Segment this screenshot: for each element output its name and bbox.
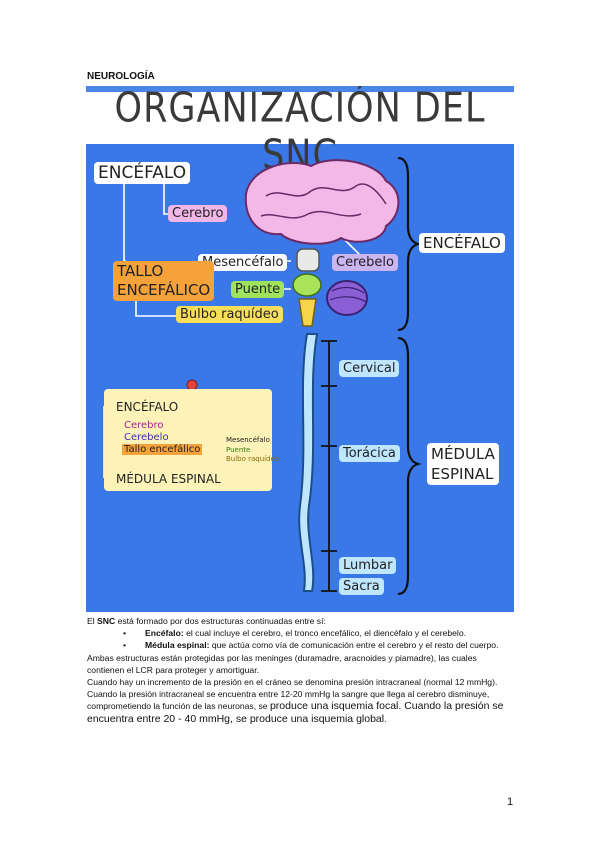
label-tallo-encefalico: TALLO ENCEFÁLICO xyxy=(113,261,215,301)
medulla-oblongata-icon xyxy=(298,298,317,327)
connector-line xyxy=(123,184,126,262)
label-mesencefalo: Mesencéfalo xyxy=(198,254,288,271)
snc-infographic: ORGANIZACIÓN DEL SNC xyxy=(86,86,514,612)
legend-puente: Puente xyxy=(226,446,251,454)
pons-icon xyxy=(292,273,322,297)
legend-bulbo: Bulbo raquídeo xyxy=(226,455,280,463)
legend-mesencefalo: Mesencéfalo xyxy=(226,436,270,444)
paragraph-pressure: Cuando hay un incremento de la presión e… xyxy=(87,676,515,725)
paragraph-intro: El SNC está formado por dos estructuras … xyxy=(87,615,515,627)
label-bulbo: Bulbo raquídeo xyxy=(176,306,283,323)
list-term: Médula espinal: xyxy=(145,640,210,651)
intro-text: El xyxy=(87,616,98,626)
page-number: 1 xyxy=(507,796,514,808)
label-puente: Puente xyxy=(231,281,285,298)
mesencephalon-icon xyxy=(296,248,320,272)
cerebellum-icon xyxy=(326,280,368,316)
list-text: el cual incluye el cerebro, el tronco en… xyxy=(183,628,467,639)
body-text: El SNC está formado por dos estructuras … xyxy=(87,615,515,725)
label-sacra: Sacra xyxy=(339,578,384,595)
paragraph-meninges: Ambas estructuras están protegidas por l… xyxy=(87,652,477,675)
figure-title-bar xyxy=(86,86,514,144)
label-encefalo-top: ENCÉFALO xyxy=(94,162,191,184)
label-encefalo-right: ENCÉFALO xyxy=(419,233,505,253)
pressure-text: Cuando hay un incremento de la presión e… xyxy=(87,677,498,712)
list-item: Encéfalo: el cual incluye el cerebro, el… xyxy=(123,627,515,639)
figure-top-strip xyxy=(86,86,514,92)
intro-term: SNC xyxy=(97,616,116,626)
list-term: Encéfalo: xyxy=(145,628,184,639)
connector-line xyxy=(163,184,168,215)
figure-title: ORGANIZACIÓN DEL SNC xyxy=(114,86,486,180)
legend-encefalo: ENCÉFALO xyxy=(116,400,179,414)
anatomy-drawing xyxy=(103,156,422,596)
list-text: que actúa como vía de comunicación entre… xyxy=(209,640,499,651)
legend-medula: MÉDULA ESPINAL xyxy=(116,472,221,486)
label-medula-line2: ESPINAL xyxy=(431,465,494,483)
list-item: Médula espinal: que actúa como vía de co… xyxy=(123,639,515,651)
legend-cerebro: Cerebro xyxy=(124,420,164,431)
bracket-encefalo xyxy=(397,156,422,332)
pressure-text: . xyxy=(384,713,387,724)
label-tallo-line2: ENCEFÁLICO xyxy=(117,281,211,299)
label-medula-espinal: MÉDULA ESPINAL xyxy=(427,443,499,485)
label-cervical: Cervical xyxy=(339,360,400,377)
legend-tallo: Tallo encefálico xyxy=(122,444,203,455)
label-cerebelo: Cerebelo xyxy=(332,254,398,271)
spinal-cord-icon xyxy=(298,333,319,592)
legend-cerebelo: Cerebelo xyxy=(124,432,169,443)
legend-box: ENCÉFALO Cerebro Cerebelo Tallo encefáli… xyxy=(104,389,279,491)
bracket-medula xyxy=(397,336,422,596)
label-cerebro: Cerebro xyxy=(168,205,228,222)
pressure-text-emphasis: produce una isquemia focal. Cuando la pr… xyxy=(87,700,504,725)
label-toracica: Torácica xyxy=(339,445,400,462)
label-tallo-line1: TALLO xyxy=(117,262,164,280)
label-lumbar: Lumbar xyxy=(339,557,397,574)
brain-icon xyxy=(244,159,400,245)
label-medula-line1: MÉDULA xyxy=(431,445,495,463)
section-title: NEUROLOGÍA xyxy=(87,71,155,82)
intro-text: está formado por dos estructuras continu… xyxy=(115,616,326,626)
structure-list: Encéfalo: el cual incluye el cerebro, el… xyxy=(87,627,515,652)
